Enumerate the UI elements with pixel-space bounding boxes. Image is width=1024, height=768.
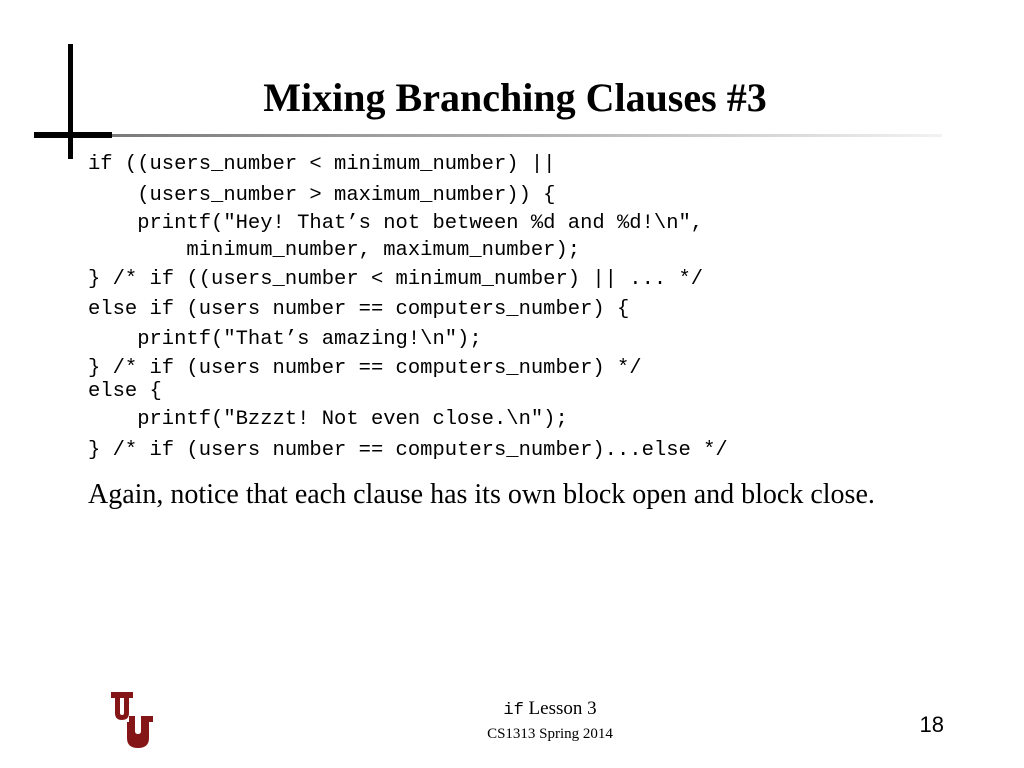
code-line: } /* if (users number == computers_numbe… xyxy=(88,357,642,380)
footer-keyword: if xyxy=(503,701,524,720)
corner-horizontal-bar xyxy=(34,132,112,138)
footer-course: CS1313 Spring 2014 xyxy=(487,726,613,742)
page-number: 18 xyxy=(919,712,944,737)
code-line: printf("Bzzzt! Not even close.\n"); xyxy=(88,408,568,431)
footer-lesson-label: Lesson 3 xyxy=(523,698,597,719)
code-line: (users_number > maximum_number)) { xyxy=(88,184,556,207)
footer-lesson: if Lesson 3 xyxy=(380,697,720,723)
title-underline xyxy=(112,134,942,137)
body-text: Again, notice that each clause has its o… xyxy=(88,479,875,510)
code-line: else { xyxy=(88,380,162,403)
slide-title: Mixing Branching Clauses #3 xyxy=(263,75,767,120)
code-line: else if (users number == computers_numbe… xyxy=(88,298,630,321)
code-line: printf("Hey! That’s not between %d and %… xyxy=(88,212,704,235)
code-line: minimum_number, maximum_number); xyxy=(88,239,581,262)
code-line: if ((users_number < minimum_number) || xyxy=(88,153,556,176)
code-line: printf("That’s amazing!\n"); xyxy=(88,328,482,351)
corner-vertical-bar xyxy=(68,44,73,159)
code-line: } /* if (users number == computers_numbe… xyxy=(88,439,728,462)
code-line: } /* if ((users_number < minimum_number)… xyxy=(88,268,704,291)
ou-logo-icon xyxy=(111,692,153,748)
